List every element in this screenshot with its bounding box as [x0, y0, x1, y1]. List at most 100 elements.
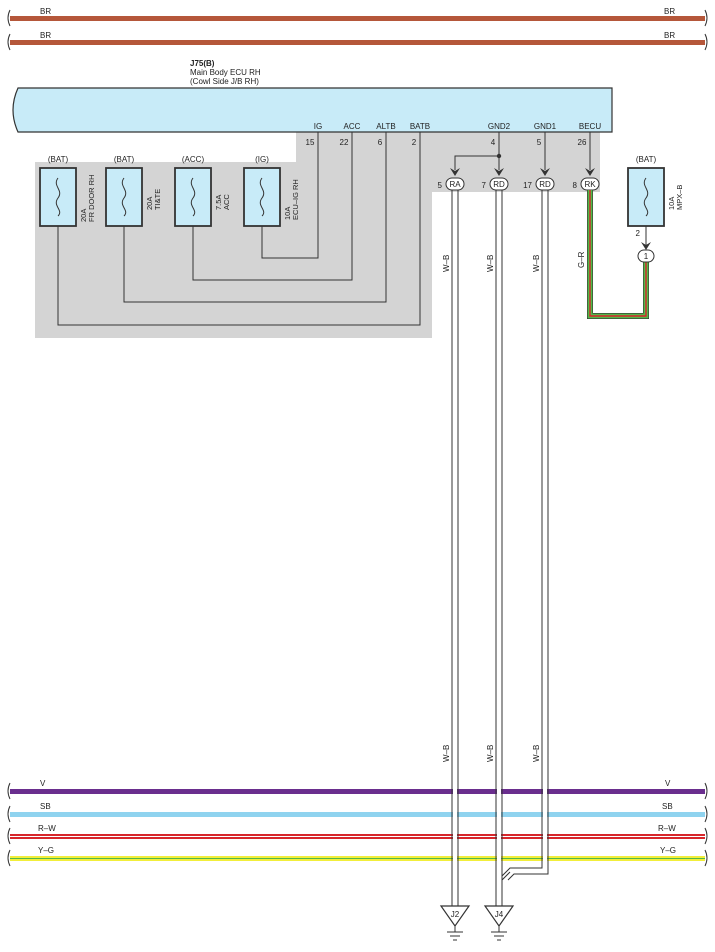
wire-label: W–B — [486, 255, 495, 272]
pin-number: 4 — [491, 138, 496, 147]
fuse-pin: 2 — [636, 229, 641, 238]
fuse-symbol-icon — [190, 177, 196, 217]
bus-line-br-1: BR BR — [7, 7, 708, 27]
bus-label: R–W — [658, 824, 676, 833]
fuse-name: FR DOOR RH — [87, 175, 96, 223]
fuse-wires — [57, 132, 421, 326]
fuse-rating: 7.5A — [214, 195, 223, 210]
connector-pin: 5 — [438, 181, 443, 190]
fuse-fr-door-rh: (BAT) 20A FR DOOR RH — [39, 155, 96, 227]
terminal-batb: BATB — [410, 122, 430, 131]
fuse-source: (BAT) — [48, 155, 69, 164]
connector-arrow-icon — [585, 168, 595, 176]
connector-arrow-icon — [450, 168, 460, 176]
ground-panel — [432, 132, 600, 192]
wire-label: W–B — [532, 745, 541, 762]
connector-code: RD — [539, 180, 551, 189]
fuse-rating: 10A — [283, 207, 292, 220]
ecu-pin-numbers: 15 22 6 2 4 5 26 — [306, 138, 587, 147]
fuse-rating: 20A — [145, 197, 154, 210]
bus-label: BR — [40, 31, 51, 40]
ecu-terminal-labels: IG ACC ALTB BATB GND2 GND1 BECU — [314, 122, 602, 131]
fuse-source: (BAT) — [636, 155, 657, 164]
bus-label: Y–G — [38, 846, 54, 855]
fuse-name: ACC — [222, 194, 231, 210]
ecu-name: Main Body ECU RH — [190, 68, 261, 77]
wire-labels: W–B W–B W–B G–R W–B W–B W–B — [442, 251, 586, 762]
gr-wire — [587, 190, 649, 319]
fuse-ti-te: (BAT) 20A TI&TE — [105, 155, 162, 227]
connector-pin: 8 — [573, 181, 578, 190]
wire-label: W–B — [486, 745, 495, 762]
connector-rd-17: 17 RD — [523, 177, 555, 191]
bus-label: V — [40, 779, 46, 788]
ground-code: J2 — [451, 910, 460, 919]
fuse-acc: (ACC) 7.5A ACC — [174, 155, 231, 227]
bus-label: R–W — [38, 824, 56, 833]
fuse-symbol-icon — [55, 177, 61, 217]
fuse-name: ECU–IG RH — [291, 179, 300, 220]
fuse-symbol-icon — [259, 177, 265, 217]
fuse-rating: 10A — [667, 197, 676, 210]
terminal-gnd1: GND1 — [534, 122, 557, 131]
pin-number: 22 — [340, 138, 349, 147]
connector-arrow-icon — [641, 242, 651, 250]
wire-label: W–B — [532, 255, 541, 272]
terminal-gnd2: GND2 — [488, 122, 511, 131]
connector-arrow-icon — [494, 168, 504, 176]
pin-number: 6 — [378, 138, 383, 147]
top-bus-group: BR BR BR BR — [7, 7, 708, 51]
fuse-symbol-icon — [643, 177, 649, 217]
wire-label: W–B — [442, 745, 451, 762]
fuse-name: MPX–B — [675, 185, 684, 210]
terminal-altb: ALTB — [376, 122, 395, 131]
connector-ra: 5 RA — [438, 177, 465, 191]
bus-line-r-w: R–W R–W — [7, 824, 708, 845]
bus-label: V — [665, 779, 671, 788]
connector-pin: 7 — [482, 181, 487, 190]
wire-label: W–B — [442, 255, 451, 272]
bus-label: Y–G — [660, 846, 676, 855]
bus-label: SB — [662, 802, 673, 811]
bus-line-v: V V — [7, 779, 708, 800]
bus-line-br-2: BR BR — [7, 31, 708, 51]
fuse-mpx-b: (BAT) 10A MPX–B 2 1 — [627, 155, 684, 263]
junction-number: 1 — [644, 252, 649, 261]
fuse-ecu-ig-rh: (IG) 10A ECU–IG RH — [243, 155, 300, 227]
connector-code: RA — [449, 180, 461, 189]
ground-code: J4 — [495, 910, 504, 919]
terminal-becu: BECU — [579, 122, 601, 131]
ground-point-j2: J2 — [439, 905, 471, 941]
bus-label: BR — [664, 31, 675, 40]
bus-line-y-g: Y–G Y–G — [7, 846, 708, 867]
bus-label: BR — [40, 7, 51, 16]
fuse-source: (IG) — [255, 155, 269, 164]
connector-rd-7: 7 RD — [482, 177, 509, 191]
pin-number: 2 — [412, 138, 417, 147]
wb-wire-crossings — [451, 780, 549, 874]
ground-icon — [491, 926, 507, 941]
main-body-ecu-box — [12, 87, 613, 133]
fuse-group: (BAT) 20A FR DOOR RH (BAT) 20A TI&TE (AC… — [39, 155, 300, 227]
pin-number: 15 — [306, 138, 315, 147]
connector-code: RD — [493, 180, 505, 189]
ecu-code: J75(B) — [190, 59, 215, 68]
connector-arrow-icon — [540, 168, 550, 176]
fuse-source: (ACC) — [182, 155, 205, 164]
bus-label: BR — [664, 7, 675, 16]
bus-label: SB — [40, 802, 51, 811]
fuse-source: (BAT) — [114, 155, 135, 164]
terminal-acc: ACC — [344, 122, 361, 131]
ground-icon — [447, 926, 463, 941]
fuse-symbol-icon — [121, 177, 127, 217]
bottom-bus-group: V V SB SB R–W R–W Y–G Y–G — [7, 779, 708, 867]
pin-number: 26 — [578, 138, 587, 147]
ecu-location: (Cowl Side J/B RH) — [190, 77, 259, 86]
fuse-name: TI&TE — [153, 189, 162, 210]
pin-number: 5 — [537, 138, 542, 147]
ground-point-j4: J4 — [483, 905, 515, 941]
connector-code: RK — [584, 180, 596, 189]
ground-connectors: 5 RA 7 RD 17 RD 8 RK — [438, 132, 600, 191]
wire-label: G–R — [577, 251, 586, 268]
